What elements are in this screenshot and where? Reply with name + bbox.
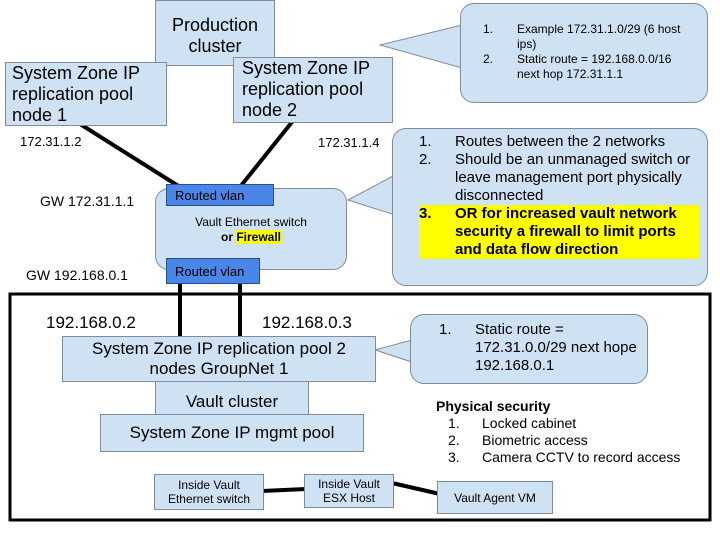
callout-vault-pointer (373, 339, 413, 363)
callout-routing-item: 2.Should be an unmanaged switch or leave… (419, 151, 691, 204)
ip-node-1: 172.31.1.2 (20, 134, 82, 149)
firewall-label: Firewall (236, 230, 282, 244)
link-switch-esx (261, 487, 307, 493)
routed-vlan-bottom: Routed vlan (166, 258, 260, 284)
replication-node-2-box: System Zone IP replication pool node 2 (233, 57, 393, 123)
callout-top-item: 2.Static route = 192.168.0.0/16 next hop… (483, 52, 672, 81)
mgmt-pool-box: System Zone IP mgmt pool (100, 414, 364, 452)
replication-node-2-label: System Zone IP replication pool node 2 (242, 58, 370, 120)
callout-routing-item: 3.OR for increased vault network securit… (419, 205, 699, 259)
physical-security-block: Physical security 1.Locked cabinet 2.Bio… (436, 398, 712, 466)
replication-pool-2-label: System Zone IP replication pool 2 nodes … (92, 339, 346, 378)
production-cluster-label: Production cluster (171, 15, 259, 56)
link-node1-switch (78, 122, 182, 189)
link-esx-agent (391, 481, 441, 496)
inside-vault-switch-box: Inside Vault Ethernet switch (154, 474, 264, 510)
link-node2-switch (238, 120, 294, 189)
gateway-172: GW 172.31.1.1 (40, 193, 135, 209)
vault-switch-alt: or Firewall (220, 230, 282, 244)
mgmt-pool-label: System Zone IP mgmt pool (129, 423, 335, 442)
ip-node-2: 172.31.1.4 (318, 135, 380, 150)
callout-mid-pointer (346, 174, 396, 216)
physical-security-item: 1.Locked cabinet (448, 415, 577, 431)
physical-security-item: 2.Biometric access (448, 432, 588, 448)
inside-vault-switch-label: Inside Vault Ethernet switch (167, 478, 251, 506)
vault-cluster-box: Vault cluster (155, 380, 309, 418)
vault-cluster-label: Vault cluster (185, 392, 279, 411)
callout-vault: 1.Static route = 172.31.0.0/29 next hope… (410, 314, 648, 384)
vault-switch-label: Vault Ethernet switch (195, 215, 307, 229)
callout-top-item: 1.Example 172.31.1.0/29 (6 host ips) (483, 22, 681, 51)
routed-vlan-top: Routed vlan (166, 184, 274, 206)
ip-vault-2: 192.168.0.3 (262, 313, 352, 332)
replication-pool-2-box: System Zone IP replication pool 2 nodes … (62, 336, 376, 382)
physical-security-title: Physical security (436, 398, 551, 414)
ip-vault-1: 192.168.0.2 (46, 313, 136, 332)
vault-boundary (8, 292, 712, 522)
replication-node-1-box: System Zone IP replication pool node 1 (5, 62, 167, 126)
inside-vault-esx-box: Inside Vault ESX Host (304, 474, 394, 508)
callout-routing: 1.Routes between the 2 networks 2.Should… (392, 128, 708, 286)
inside-vault-esx-label: Inside Vault ESX Host (318, 477, 380, 505)
production-cluster-box: Production cluster (155, 0, 275, 66)
replication-node-1-label: System Zone IP replication pool node 1 (12, 63, 140, 125)
callout-routing-item: 1.Routes between the 2 networks (419, 133, 666, 150)
callout-vault-item: 1.Static route = 172.31.0.0/29 next hope… (439, 321, 637, 374)
callout-top: 1.Example 172.31.1.0/29 (6 host ips) 2.S… (460, 3, 708, 103)
gateway-192: GW 192.168.0.1 (26, 267, 128, 283)
vault-agent-vm-box: Vault Agent VM (437, 481, 553, 514)
physical-security-item: 3.Camera CCTV to record access (448, 449, 681, 465)
vault-agent-vm-label: Vault Agent VM (454, 490, 536, 505)
